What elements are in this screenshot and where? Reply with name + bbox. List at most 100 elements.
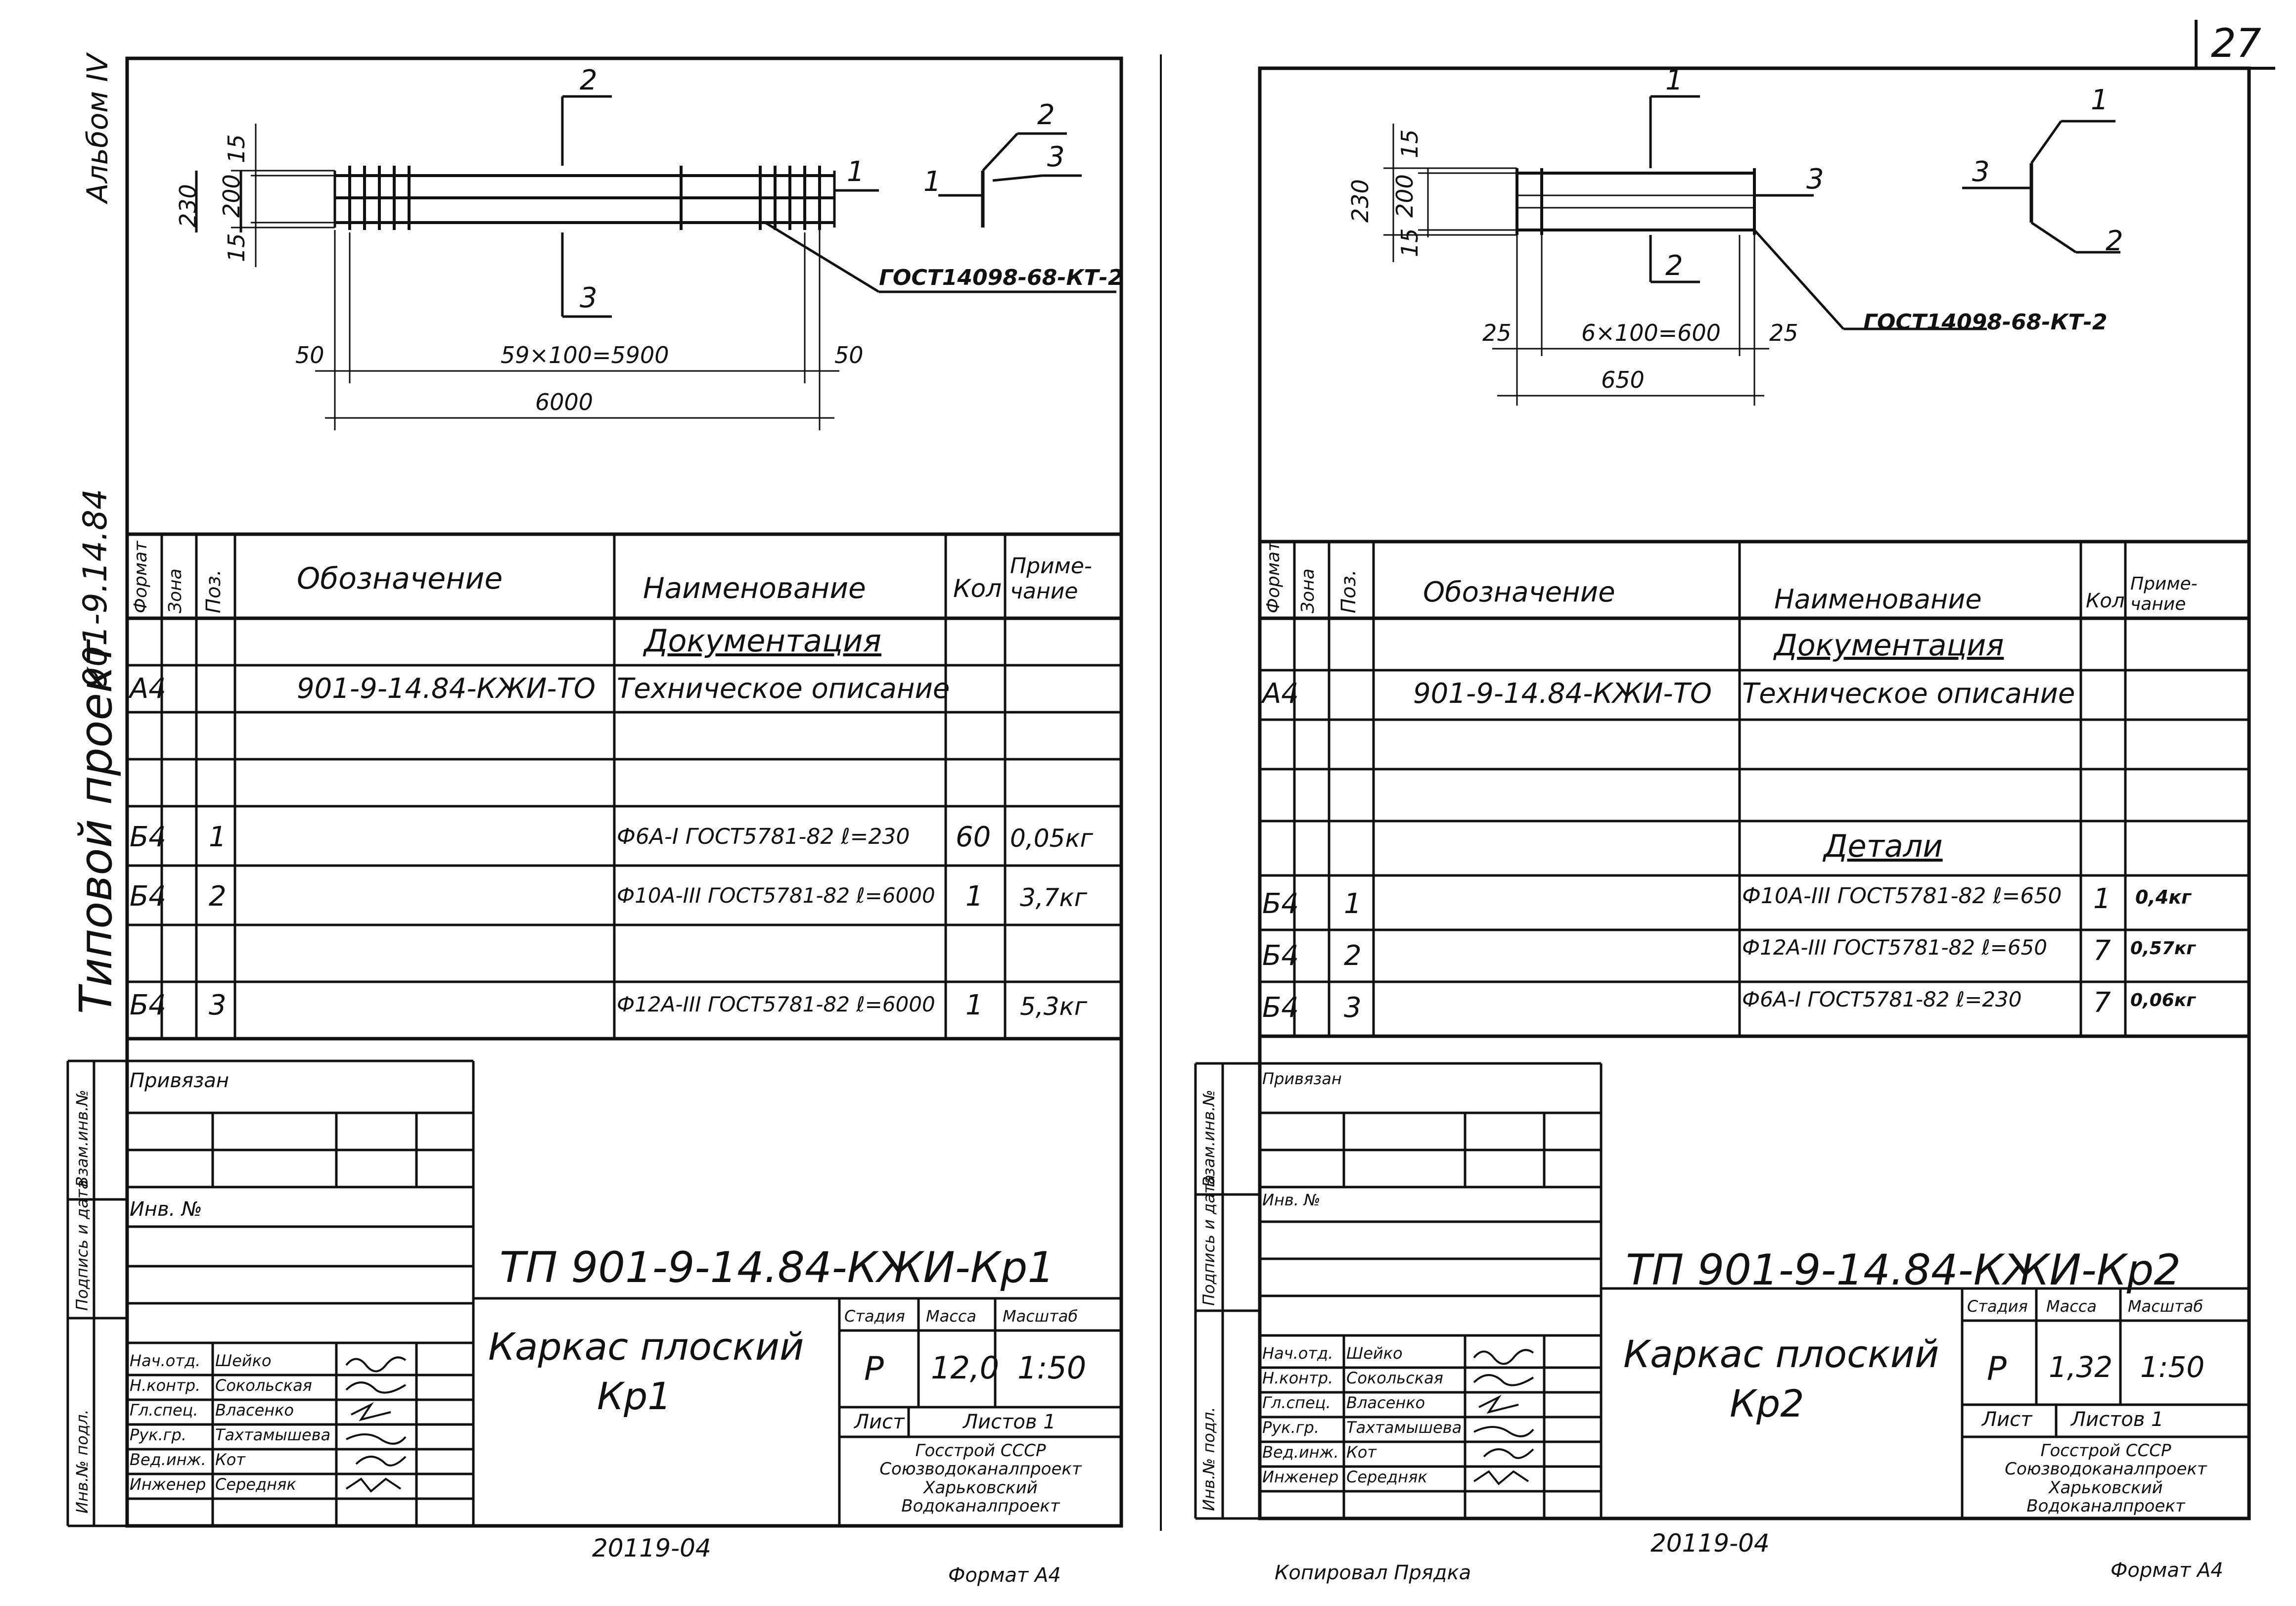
left-section-view-label-1: 1 bbox=[923, 166, 941, 198]
left-row-8-qty: 1 bbox=[965, 989, 983, 1021]
right-row-7-format: Б4 bbox=[1262, 940, 1299, 972]
right-hdr-name: Наименование bbox=[1774, 584, 1982, 615]
right-inventory-number: 20119-04 bbox=[1651, 1529, 1770, 1558]
left-row-7-qty: 1 bbox=[965, 880, 983, 913]
org-line: Госстрой СССР bbox=[915, 1441, 1046, 1461]
left-vzam-inv-label: Взам.инв.№ bbox=[73, 1090, 92, 1187]
org-line: Госстрой СССР bbox=[2040, 1441, 2171, 1461]
left-section-view-label-2: 2 bbox=[1037, 99, 1055, 131]
org-line: Союзводоканалпроект bbox=[879, 1459, 1082, 1479]
project-title-label: Типовой проект bbox=[70, 640, 122, 1014]
right-hdr-note: Приме- чание bbox=[2130, 574, 2198, 615]
right-row-7-qty: 7 bbox=[2093, 935, 2111, 967]
right-row-6-pos: 1 bbox=[1344, 888, 1362, 920]
left-frame-drawing bbox=[195, 95, 1116, 430]
personnel-name: Тахтамышева bbox=[1346, 1418, 1462, 1437]
right-scale-label: Масштаб bbox=[2128, 1297, 2204, 1316]
personnel-role: Рук.гр. bbox=[130, 1425, 187, 1444]
right-stage-value: Р bbox=[1987, 1350, 2007, 1388]
left-signatures bbox=[345, 1356, 407, 1493]
right-section-label-1: 1 bbox=[1665, 64, 1683, 96]
left-dim-230: 230 bbox=[175, 184, 201, 228]
right-title-line2: Кр2 bbox=[1730, 1381, 1804, 1425]
left-row-1-name: Документация bbox=[644, 623, 881, 659]
right-row-8-note: 0,06кг bbox=[2130, 990, 2196, 1010]
personnel-role: Инженер bbox=[1262, 1468, 1339, 1486]
personnel-name: Кот bbox=[1346, 1443, 1377, 1462]
right-hdr-format: Формат bbox=[1263, 541, 1284, 613]
org-line: Харьковский bbox=[923, 1477, 1038, 1498]
right-dim-span: 6×100=600 bbox=[1581, 320, 1721, 346]
right-vzam-inv-label: Взам.инв.№ bbox=[1199, 1090, 1218, 1187]
left-title-line1: Каркас плоский bbox=[488, 1325, 804, 1369]
left-dim-15-top: 15 bbox=[223, 134, 250, 163]
right-row-2-format: А4 bbox=[1262, 678, 1299, 710]
right-row-7-pos: 2 bbox=[1344, 940, 1362, 972]
personnel-role: Нач.отд. bbox=[1262, 1344, 1333, 1363]
right-dim-15-bot: 15 bbox=[1396, 228, 1423, 257]
right-mass-label: Масса bbox=[2046, 1297, 2097, 1316]
right-bar-label-3: 3 bbox=[1806, 163, 1824, 195]
album-label: Альбом IV bbox=[81, 53, 114, 203]
left-row-6-note: 0,05кг bbox=[1010, 824, 1093, 853]
personnel-name: Власенко bbox=[1346, 1393, 1425, 1412]
left-row-6-name: Ф6А-I ГОСТ5781-82 ℓ=230 bbox=[617, 824, 910, 849]
right-row-2-name: Техническое описание bbox=[1742, 678, 2075, 710]
right-row-6-format: Б4 bbox=[1262, 888, 1299, 920]
left-row-6-pos: 1 bbox=[209, 821, 227, 853]
right-row-8-format: Б4 bbox=[1262, 992, 1299, 1024]
left-section-view-label-3: 3 bbox=[1047, 141, 1065, 173]
left-gost-label: ГОСТ14098-68-КТ-2 bbox=[879, 265, 1123, 290]
left-section-label-2: 2 bbox=[580, 64, 597, 96]
personnel-role: Рук.гр. bbox=[1262, 1418, 1320, 1437]
personnel-role: Н.контр. bbox=[130, 1376, 201, 1395]
right-frame-drawing bbox=[1383, 95, 2120, 406]
left-inventory-number: 20119-04 bbox=[592, 1534, 711, 1562]
left-stage-label: Стадия bbox=[844, 1307, 905, 1326]
org-line: Водоканалпроект bbox=[901, 1496, 1060, 1516]
page-number: 27 bbox=[2211, 20, 2261, 66]
left-scale-value: 1:50 bbox=[1017, 1350, 1087, 1386]
left-row-7-name: Ф10А-III ГОСТ5781-82 ℓ=6000 bbox=[617, 883, 935, 908]
left-dim-total: 6000 bbox=[535, 389, 594, 415]
right-format-note: Формат А4 bbox=[2111, 1559, 2223, 1582]
right-row-7-name: Ф12А-III ГОСТ5781-82 ℓ=650 bbox=[1742, 935, 2047, 960]
right-dim-25-right: 25 bbox=[1769, 320, 1798, 346]
right-dim-230: 230 bbox=[1347, 179, 1374, 223]
personnel-name: Тахтамышева bbox=[215, 1425, 331, 1444]
left-dim-15-bot: 15 bbox=[223, 233, 250, 262]
personnel-role: Нач.отд. bbox=[130, 1351, 201, 1370]
right-hdr-designation: Обозначение bbox=[1423, 576, 1615, 608]
left-row-7-format: Б4 bbox=[130, 880, 167, 913]
right-row-6-name: Ф10А-III ГОСТ5781-82 ℓ=650 bbox=[1742, 883, 2062, 909]
left-inv-label: Инв. № bbox=[130, 1198, 202, 1221]
personnel-role: Вед.инж. bbox=[130, 1450, 206, 1469]
right-section-view-label-1: 1 bbox=[2091, 84, 2109, 116]
left-dim-200: 200 bbox=[218, 174, 245, 218]
left-row-6-qty: 60 bbox=[956, 821, 991, 853]
personnel-role: Н.контр. bbox=[1262, 1369, 1333, 1387]
left-dim-50-left: 50 bbox=[295, 342, 324, 368]
right-hdr-pos: Поз. bbox=[1337, 569, 1360, 613]
left-sheet-frame bbox=[66, 56, 1123, 1528]
org-line: Харьковский bbox=[2049, 1477, 2163, 1498]
right-dim-25-left: 25 bbox=[1482, 320, 1512, 346]
right-row-6-qty: 1 bbox=[2093, 883, 2111, 915]
left-doc-code: ТП 901-9-14.84-КЖИ-Кр1 bbox=[500, 1243, 1055, 1292]
personnel-role: Вед.инж. bbox=[1262, 1443, 1339, 1462]
left-format-note: Формат А4 bbox=[948, 1564, 1061, 1587]
right-list-label: Лист bbox=[1982, 1408, 2032, 1431]
personnel-name: Сокольская bbox=[215, 1376, 312, 1395]
personnel-name: Середняк bbox=[1346, 1468, 1427, 1486]
left-list-label: Лист bbox=[854, 1411, 905, 1433]
right-dim-200: 200 bbox=[1391, 174, 1418, 218]
right-sheet-frame bbox=[1194, 20, 2275, 1520]
left-mass-value: 12,0 bbox=[931, 1350, 1000, 1386]
left-row-2-name: Техническое описание bbox=[617, 673, 950, 705]
left-hdr-designation: Обозначение bbox=[297, 561, 503, 596]
personnel-name: Шейко bbox=[1346, 1344, 1403, 1363]
right-inv-label: Инв. № bbox=[1262, 1191, 1321, 1209]
left-row-7-pos: 2 bbox=[209, 880, 227, 913]
personnel-role: Инженер bbox=[130, 1475, 206, 1494]
right-gost-label: ГОСТ14098-68-КТ-2 bbox=[1863, 310, 2108, 335]
